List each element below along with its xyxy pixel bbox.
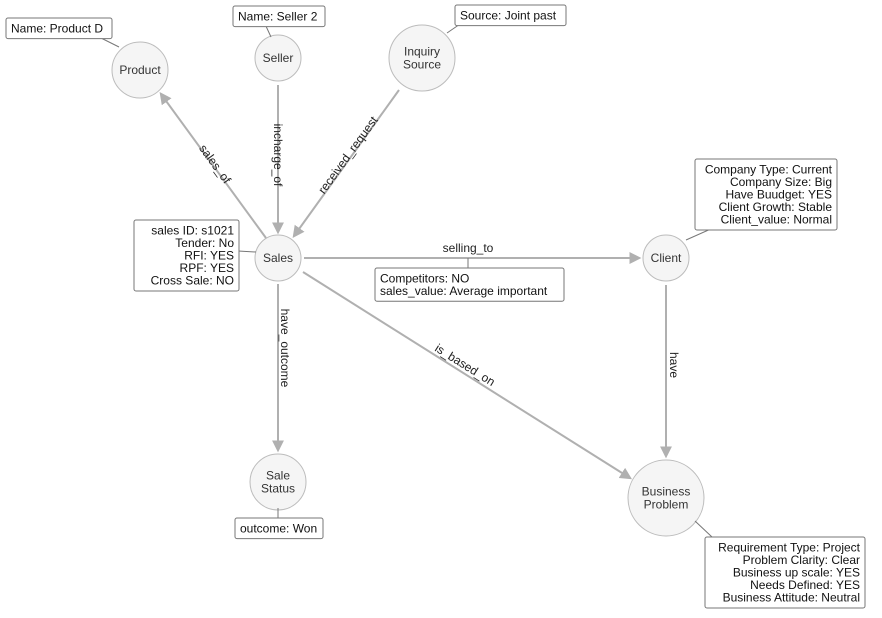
callout-inquiry-props: Source: Joint past — [446, 4, 567, 34]
node-sales[interactable]: Sales — [254, 234, 302, 282]
callout-pointer — [100, 37, 120, 48]
callout-line: Requirement Type: Project — [718, 540, 861, 554]
callout-line: outcome: Won — [240, 521, 317, 535]
node-circle-client[interactable] — [642, 234, 690, 282]
callout-seller-props: Name: Seller 2 — [232, 5, 326, 38]
node-circle-inquiry[interactable] — [388, 24, 456, 92]
callout-line: Needs Defined: YES — [750, 578, 860, 592]
callout-line: Cross Sale: NO — [151, 274, 234, 288]
node-product[interactable]: Product — [111, 41, 169, 99]
node-label-product: Product — [119, 63, 161, 77]
node-label-sales: Sales — [263, 251, 293, 265]
node-label-business: Problem — [644, 498, 689, 512]
callout-box — [5, 17, 113, 40]
callout-line: Client_value: Normal — [721, 213, 832, 227]
callout-box — [374, 267, 565, 302]
callout-line: Source: Joint past — [460, 8, 557, 22]
node-seller[interactable]: Seller — [254, 34, 302, 82]
callout-line: Company Type: Current — [705, 162, 833, 176]
node-circle-product[interactable] — [111, 41, 169, 99]
edge-label-have-outcome: have_outcome — [278, 309, 292, 388]
node-label-inquiry: Source — [403, 58, 441, 72]
node-label-inquiry: Inquiry — [404, 45, 440, 59]
callout-line: Have Buudget: YES — [725, 188, 832, 202]
callout-line: Competitors: NO — [380, 271, 469, 285]
callout-line: Name: Product D — [11, 21, 103, 35]
node-label-status: Status — [261, 482, 295, 496]
callout-box — [234, 517, 324, 540]
callout-line: Client Growth: Stable — [719, 200, 833, 214]
callout-line: RFI: YES — [184, 249, 234, 263]
edge-label-received-request: received_request — [315, 113, 381, 196]
callout-box — [694, 158, 838, 231]
callout-status-props: outcome: Won — [234, 508, 324, 540]
node-circle-seller[interactable] — [254, 34, 302, 82]
node-label-status: Sale — [266, 469, 290, 483]
edge-label-selling-to: selling_to — [443, 241, 494, 255]
callout-line: Business Attitude: Neutral — [723, 591, 860, 605]
edge-label-incharge-of: incharge_of — [271, 124, 285, 187]
callout-box — [704, 536, 866, 609]
callout-line: Name: Seller 2 — [238, 9, 318, 23]
edge-label-is-based-on: is_based_on — [432, 341, 497, 389]
callout-line: Problem Clarity: Clear — [743, 553, 860, 567]
node-label-business: Business — [642, 485, 691, 499]
node-circle-sales[interactable] — [254, 234, 302, 282]
callout-line: Business up scale: YES — [733, 566, 860, 580]
callout-line: sales_value: Average important — [380, 284, 548, 298]
node-label-seller: Seller — [263, 51, 294, 65]
node-client[interactable]: Client — [642, 234, 690, 282]
node-label-client: Client — [651, 251, 682, 265]
callout-line: sales ID: s1021 — [151, 223, 234, 237]
callout-line: Company Size: Big — [730, 175, 832, 189]
node-circle-business[interactable] — [627, 459, 705, 537]
edge-received-request[interactable] — [292, 89, 400, 238]
callout-pointer — [237, 250, 257, 253]
callout-box — [133, 219, 240, 292]
edge-is-based-on[interactable] — [302, 271, 633, 480]
callout-box — [454, 4, 567, 27]
callout-line: Tender: No — [175, 236, 234, 250]
callout-pointer — [694, 520, 713, 538]
callout-box — [232, 5, 326, 28]
edge-label-sales-of: sales_of — [196, 142, 234, 187]
callout-line: RPF: YES — [180, 261, 234, 275]
callout-product-props: Name: Product D — [5, 17, 120, 48]
edge-label-have: have — [667, 352, 681, 378]
edge-sales-of[interactable] — [159, 92, 267, 239]
